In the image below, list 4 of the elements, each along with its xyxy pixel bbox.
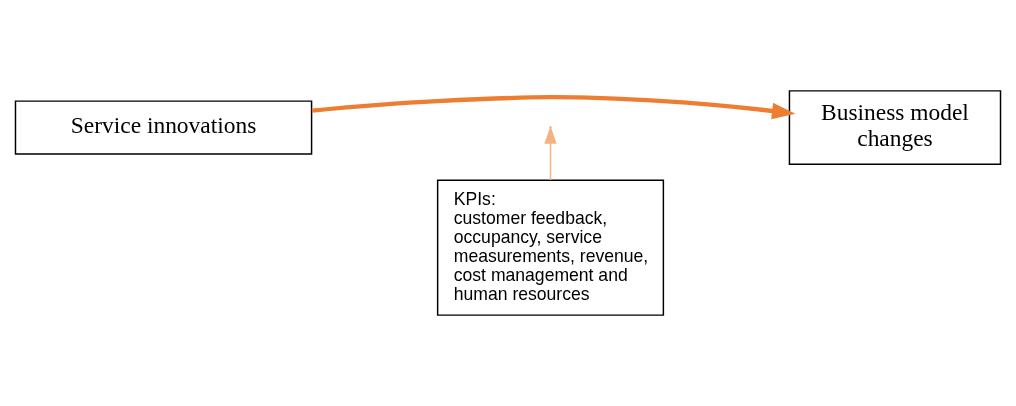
node-box: Business model changes: [788, 90, 1002, 165]
arrow: [311, 94, 796, 120]
node-box: KPIs: customer feedback, occupancy, service measurements, revenue, cost management and human resources: [436, 179, 665, 316]
node-box: Service innovations: [14, 100, 313, 155]
